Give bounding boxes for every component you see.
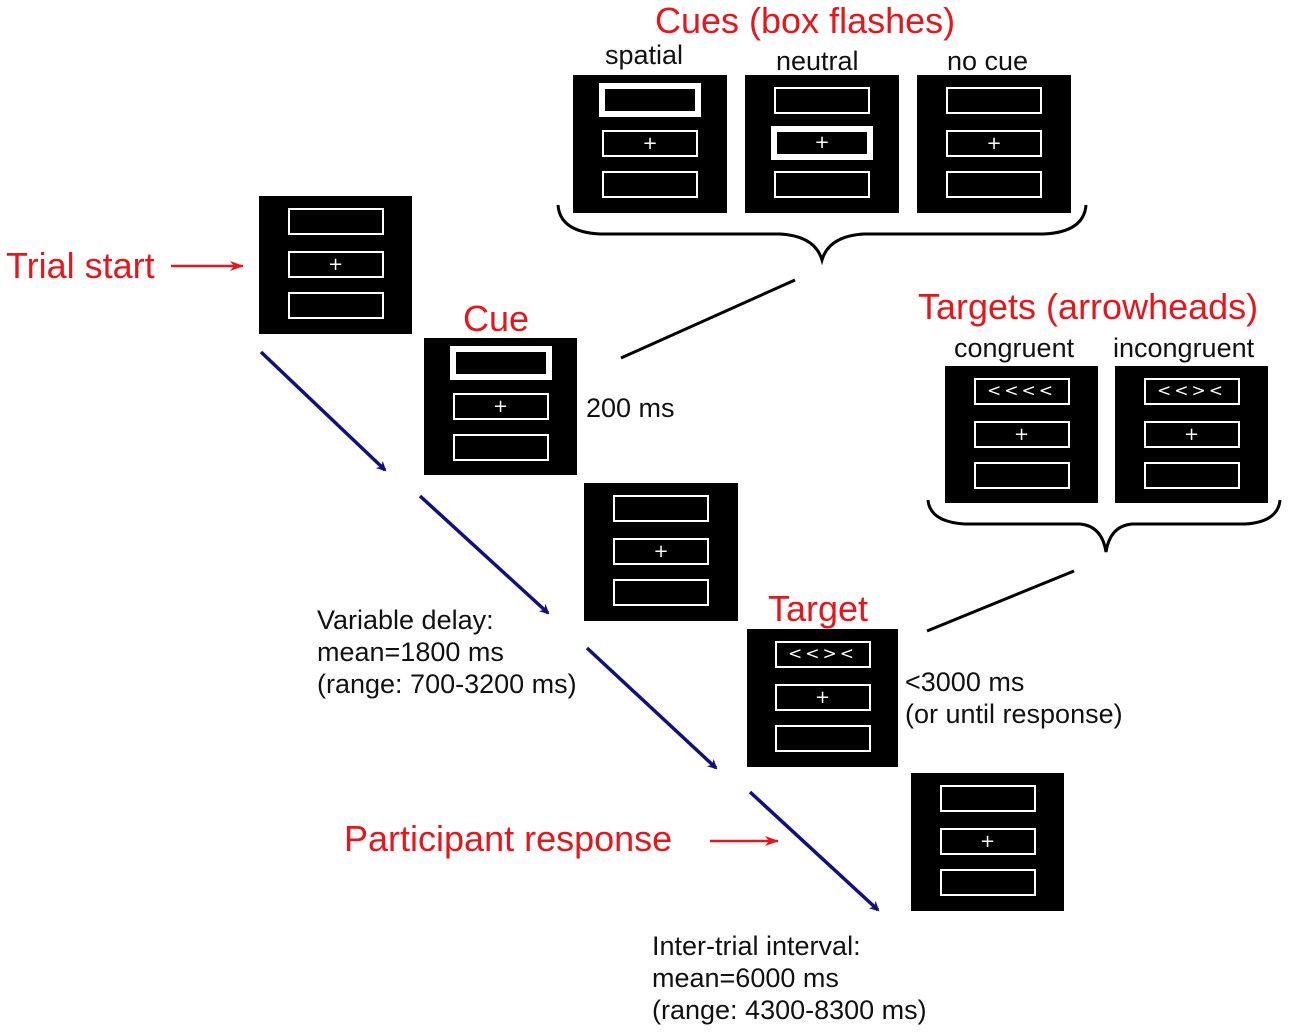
targets-group-title: Targets (arrowheads)	[918, 286, 1259, 327]
delay-line-2: mean=1800 ms	[317, 637, 504, 667]
incongruent-target-screen: <<>< +	[1115, 366, 1268, 503]
cue-label: Cue	[463, 298, 530, 339]
fixation-box: +	[287, 251, 384, 278]
iti-line-2: mean=6000 ms	[652, 963, 839, 993]
fixation-box: +	[946, 130, 1042, 157]
arrow-row-box: <<<<	[973, 378, 1070, 405]
bottom-box	[774, 725, 871, 752]
target-screen: <<>< +	[747, 629, 898, 767]
inter-trial-interval-text: Inter-trial interval: mean=6000 ms (rang…	[652, 930, 927, 1026]
spatial-cue-label: spatial	[605, 40, 684, 70]
trial-start-label: Trial start	[6, 245, 155, 286]
iti-line-1: Inter-trial interval:	[652, 931, 861, 961]
incongruent-label: incongruent	[1113, 333, 1255, 363]
no-cue-screen: +	[917, 75, 1071, 213]
cues-connector-line	[620, 278, 796, 360]
delay-line-3: (range: 700-3200 ms)	[317, 669, 577, 699]
top-box	[613, 495, 709, 522]
bottom-box	[973, 462, 1070, 489]
cue-duration: 200 ms	[586, 393, 675, 423]
target-label: Target	[768, 588, 869, 629]
target-line-2: (or until response)	[905, 699, 1123, 729]
fixation-box: +	[452, 393, 549, 420]
neutral-cue-screen: +	[745, 75, 899, 213]
timeline-arrow-1	[259, 350, 387, 472]
top-box	[946, 87, 1042, 114]
congruent-target-screen: <<<< +	[945, 366, 1098, 503]
cue-screen: +	[424, 338, 577, 475]
congruent-label: congruent	[954, 333, 1075, 363]
trial-start-screen: +	[259, 196, 412, 334]
arrow-row-box: <<><	[774, 641, 871, 668]
bottom-box	[452, 434, 549, 461]
cued-center-box: +	[771, 126, 873, 160]
delay-screen: +	[584, 483, 738, 621]
timeline-arrow-2	[418, 494, 550, 615]
target-duration-text: <3000 ms (or until response)	[905, 666, 1123, 730]
iti-line-3: (range: 4300-8300 ms)	[652, 995, 927, 1025]
top-box	[774, 87, 870, 114]
fixation-box: +	[973, 421, 1070, 448]
cues-group-title: Cues (box flashes)	[655, 0, 956, 41]
participant-response-label: Participant response	[344, 818, 673, 859]
timeline-arrow-4	[748, 790, 880, 912]
fixation-box: +	[939, 828, 1036, 855]
cues-brace	[556, 204, 1088, 266]
bottom-box	[774, 171, 870, 198]
variable-delay-text: Variable delay: mean=1800 ms (range: 700…	[317, 604, 577, 700]
neutral-cue-label: neutral	[776, 46, 859, 76]
no-cue-label: no cue	[947, 46, 1029, 76]
fixation-box: +	[1143, 421, 1240, 448]
targets-brace	[926, 499, 1282, 553]
bottom-box	[946, 171, 1042, 198]
response-screen: +	[911, 773, 1064, 911]
cued-top-box	[449, 346, 552, 380]
fixation-box: +	[613, 538, 709, 565]
fixation-box: +	[774, 684, 871, 711]
targets-connector-line	[926, 569, 1075, 633]
bottom-box	[939, 869, 1036, 896]
bottom-box	[613, 579, 709, 606]
fixation-box: +	[602, 130, 698, 157]
delay-line-1: Variable delay:	[317, 605, 494, 635]
timeline-arrow-3	[585, 646, 718, 770]
spatial-cue-screen: +	[573, 75, 727, 213]
bottom-box	[287, 292, 384, 319]
top-box	[287, 208, 384, 235]
bottom-box	[1143, 462, 1240, 489]
arrow-row-box: <<><	[1143, 378, 1240, 405]
cued-top-box	[599, 83, 701, 117]
bottom-box	[602, 171, 698, 198]
target-line-1: <3000 ms	[905, 667, 1025, 697]
top-box	[939, 785, 1036, 812]
